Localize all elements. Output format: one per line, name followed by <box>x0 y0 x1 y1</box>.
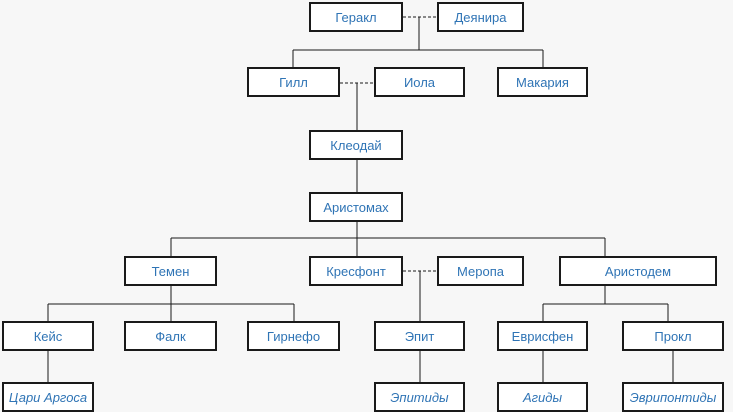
person-hyllus: Гилл <box>247 67 340 97</box>
person-keisos: Кейс <box>2 321 94 351</box>
person-aepytus: Эпит <box>374 321 465 351</box>
dynasty-agiads: Агиды <box>497 382 588 412</box>
dynasty-epytids: Эпитиды <box>374 382 465 412</box>
person-procles: Прокл <box>622 321 724 351</box>
person-aristodemus: Аристодем <box>559 256 717 286</box>
person-aristomachus: Аристомах <box>309 192 403 222</box>
person-makaria: Макария <box>497 67 588 97</box>
person-phalces: Фалк <box>124 321 217 351</box>
person-cresphontes: Кресфонт <box>309 256 403 286</box>
dynasty-argos-kings: Цари Аргоса <box>2 382 94 412</box>
person-merope: Меропа <box>437 256 524 286</box>
person-herakles: Геракл <box>309 2 403 32</box>
person-hyrnetho: Гирнефо <box>247 321 340 351</box>
person-temenus: Темен <box>124 256 217 286</box>
person-eurysthenes: Еврисфен <box>497 321 588 351</box>
dynasty-eurypontids: Эврипонтиды <box>622 382 724 412</box>
person-iole: Иола <box>374 67 465 97</box>
person-deianira: Деянира <box>437 2 524 32</box>
person-kleodaios: Клеодай <box>309 130 403 160</box>
